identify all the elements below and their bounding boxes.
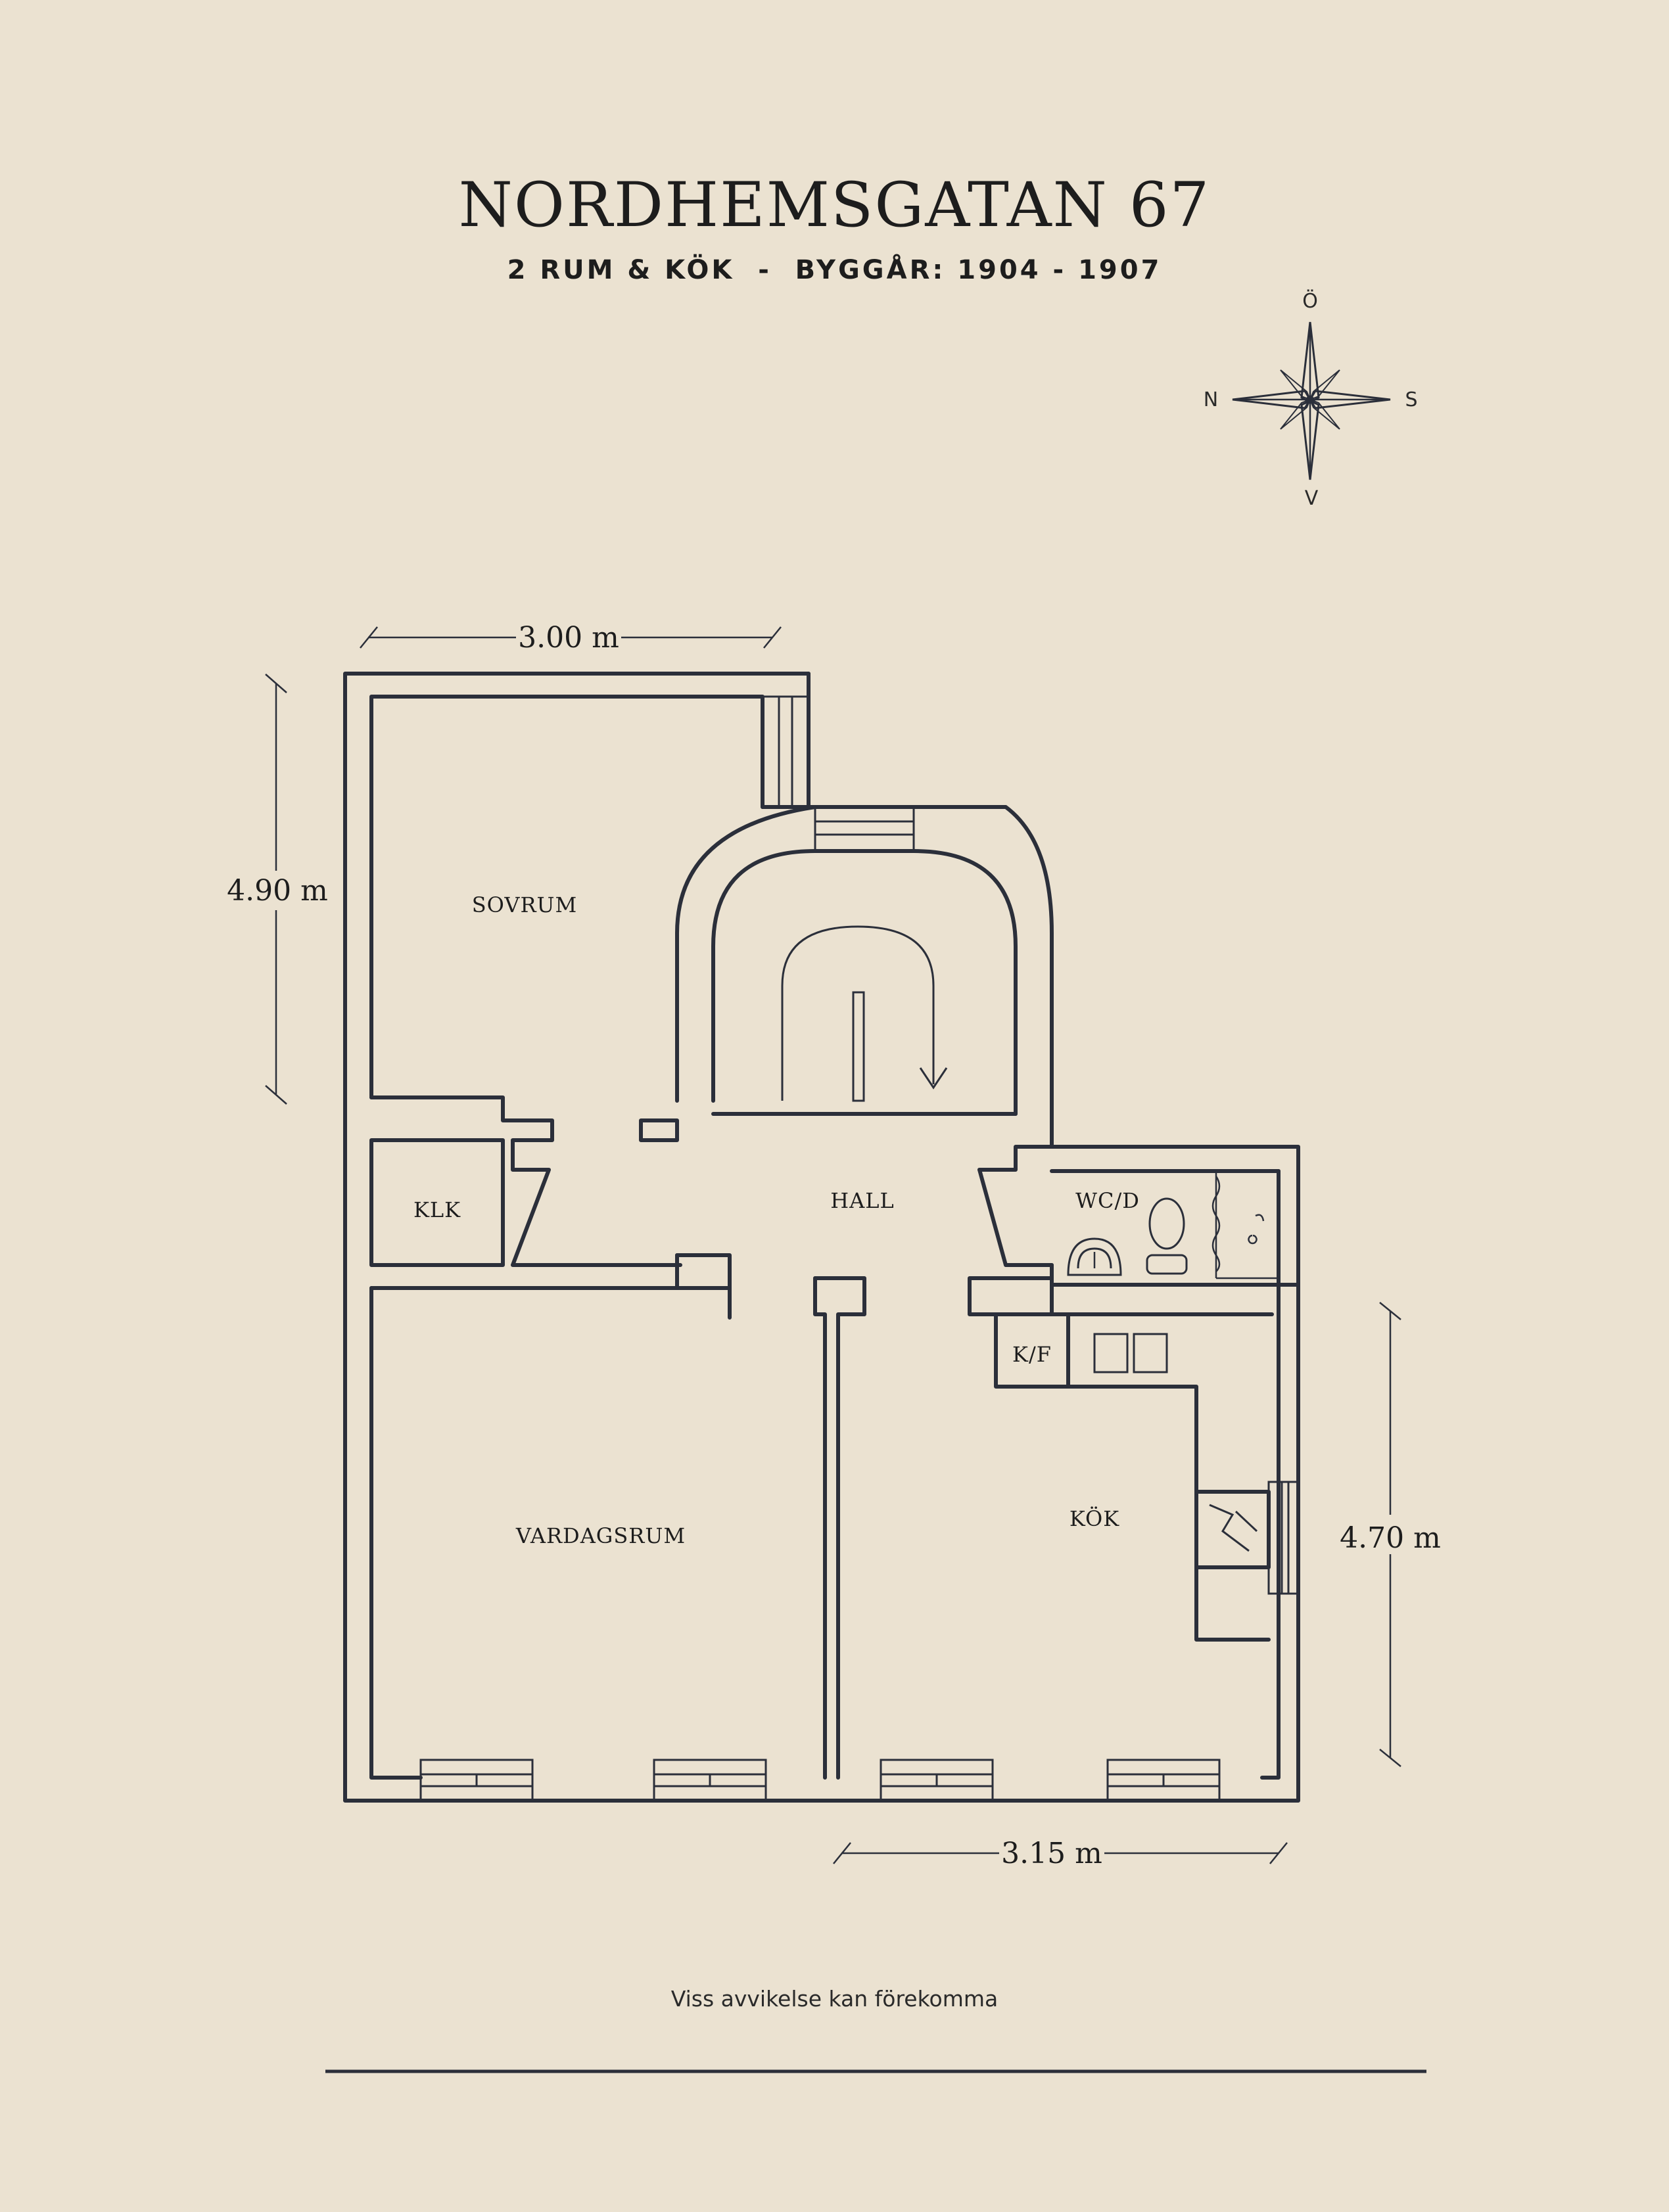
dimension-label-right: 4.70 m — [1340, 1521, 1441, 1555]
window — [1106, 1759, 1221, 1802]
interior-walls — [369, 1095, 1054, 1780]
window — [761, 695, 810, 808]
room-label-klk: KLK — [413, 1197, 461, 1222]
compass-label-top: Ö — [1302, 289, 1318, 313]
window — [419, 1759, 534, 1802]
dimension-label-top: 3.00 m — [518, 621, 619, 655]
dimension-label-bottom: 3.15 m — [1001, 1837, 1102, 1870]
room-label-kok: KÖK — [1070, 1506, 1119, 1531]
room-label-kf: K/F — [1012, 1342, 1052, 1367]
stairwell — [675, 805, 1054, 1149]
compass-label-bottom: V — [1305, 487, 1319, 510]
compass-label-right: S — [1405, 388, 1417, 411]
kitchen-fixtures — [994, 1312, 1271, 1642]
toilet-icon — [1146, 1197, 1188, 1275]
page-subtitle: 2 RUM & KÖK - BYGGÅR: 1904 - 1907 — [507, 255, 1162, 285]
compass-label-left: N — [1204, 388, 1218, 411]
outer-walls — [343, 672, 1300, 1803]
page-title: NORDHEMSGATAN 67 — [458, 170, 1211, 241]
window — [880, 1759, 994, 1802]
window — [1267, 1481, 1300, 1595]
sink-icon — [1067, 1237, 1122, 1276]
dimension-label-left: 4.90 m — [227, 874, 328, 908]
room-label-vardagsrum: VARDAGSRUM — [515, 1523, 686, 1548]
disclaimer-note: Viss avvikelse kan förekomma — [670, 1986, 999, 2012]
compass-rose-icon — [1232, 321, 1391, 480]
room-label-sovrum: SOVRUM — [472, 892, 578, 917]
room-label-wcd: WC/D — [1075, 1188, 1140, 1213]
window — [653, 1759, 767, 1802]
room-label-hall: HALL — [830, 1188, 895, 1213]
